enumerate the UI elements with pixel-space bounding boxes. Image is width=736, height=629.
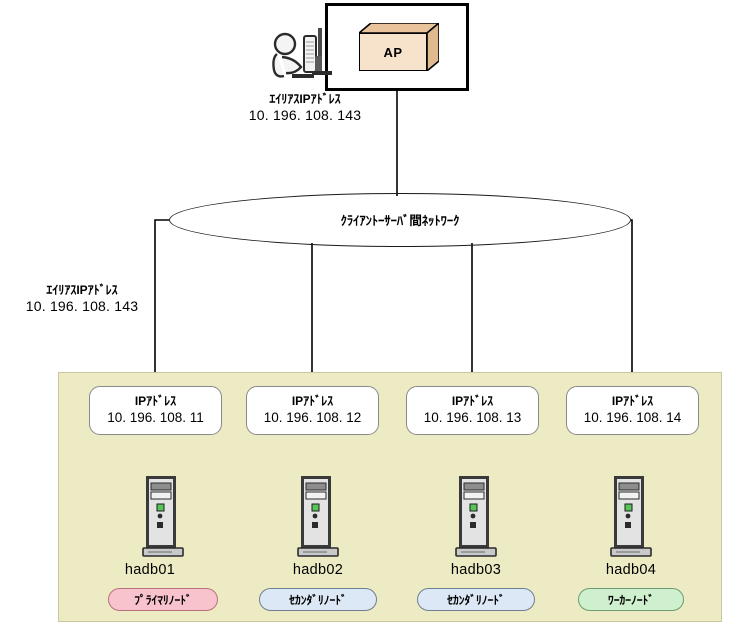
client-alias-ip-value: 10. 196. 108. 143: [248, 107, 362, 124]
ip-box-node3: IPｱﾄﾞﾚｽ 10. 196. 108. 13: [406, 386, 539, 435]
ip-box-node1-title: IPｱﾄﾞﾚｽ: [134, 394, 177, 409]
link-network-to-node1: [154, 219, 169, 395]
ip-box-node3-value: 10. 196. 108. 13: [423, 410, 522, 426]
server-tower-icon-node3: [455, 476, 497, 557]
ip-box-node4-value: 10. 196. 108. 14: [583, 410, 682, 426]
server-tower-icon-node1: [142, 476, 184, 557]
hostname-node2: hadb02: [292, 562, 344, 578]
client-alias-ip-label: ｴｲﾘｱｽIPｱﾄﾞﾚｽ 10. 196. 108. 143: [225, 92, 385, 125]
network-alias-ip-title: ｴｲﾘｱｽIPｱﾄﾞﾚｽ: [46, 283, 118, 297]
server-tower-icon-node2: [297, 476, 339, 557]
hostname-node1: hadb01: [124, 562, 176, 578]
ip-box-node1: IPｱﾄﾞﾚｽ 10. 196. 108. 11: [89, 386, 222, 435]
ip-box-node2: IPｱﾄﾞﾚｽ 10. 196. 108. 12: [246, 386, 379, 435]
client-server-network-ellipse: [169, 193, 631, 247]
hostname-node3: hadb03: [450, 562, 502, 578]
hostname-node4: hadb04: [605, 562, 657, 578]
ap-label: AP: [359, 33, 427, 71]
client-alias-ip-title: ｴｲﾘｱｽIPｱﾄﾞﾚｽ: [269, 92, 341, 106]
ip-box-node3-title: IPｱﾄﾞﾚｽ: [451, 394, 494, 409]
ip-box-node2-title: IPｱﾄﾞﾚｽ: [291, 394, 334, 409]
role-badge-node1: ﾌﾟﾗｲﾏﾘﾉｰﾄﾞ: [108, 588, 218, 611]
ip-box-node1-value: 10. 196. 108. 11: [107, 410, 204, 426]
ip-box-node2-value: 10. 196. 108. 12: [263, 410, 362, 426]
server-tower-icon-node4: [610, 476, 652, 557]
ip-box-node4-title: IPｱﾄﾞﾚｽ: [611, 394, 654, 409]
ap-3d-box: AP: [359, 23, 439, 71]
network-alias-ip-value: 10. 196. 108. 143: [25, 298, 139, 315]
role-badge-node3: ｾｶﾝﾀﾞﾘﾉｰﾄﾞ: [417, 588, 535, 611]
client-machine-frame: AP: [325, 3, 469, 91]
client-server-network-label: ｸﾗｲｱﾝﾄｰｻｰﾊﾞ間ﾈｯﾄﾜｰｸ: [340, 214, 460, 228]
role-badge-node4: ﾜｰｶｰﾉｰﾄﾞ: [578, 588, 684, 611]
network-alias-ip-label: ｴｲﾘｱｽIPｱﾄﾞﾚｽ 10. 196. 108. 143: [2, 283, 162, 316]
person-at-computer-icon: [272, 28, 332, 78]
role-badge-node2: ｾｶﾝﾀﾞﾘﾉｰﾄﾞ: [259, 588, 377, 611]
link-network-to-node4: [631, 219, 633, 395]
ip-box-node4: IPｱﾄﾞﾚｽ 10. 196. 108. 14: [566, 386, 699, 435]
